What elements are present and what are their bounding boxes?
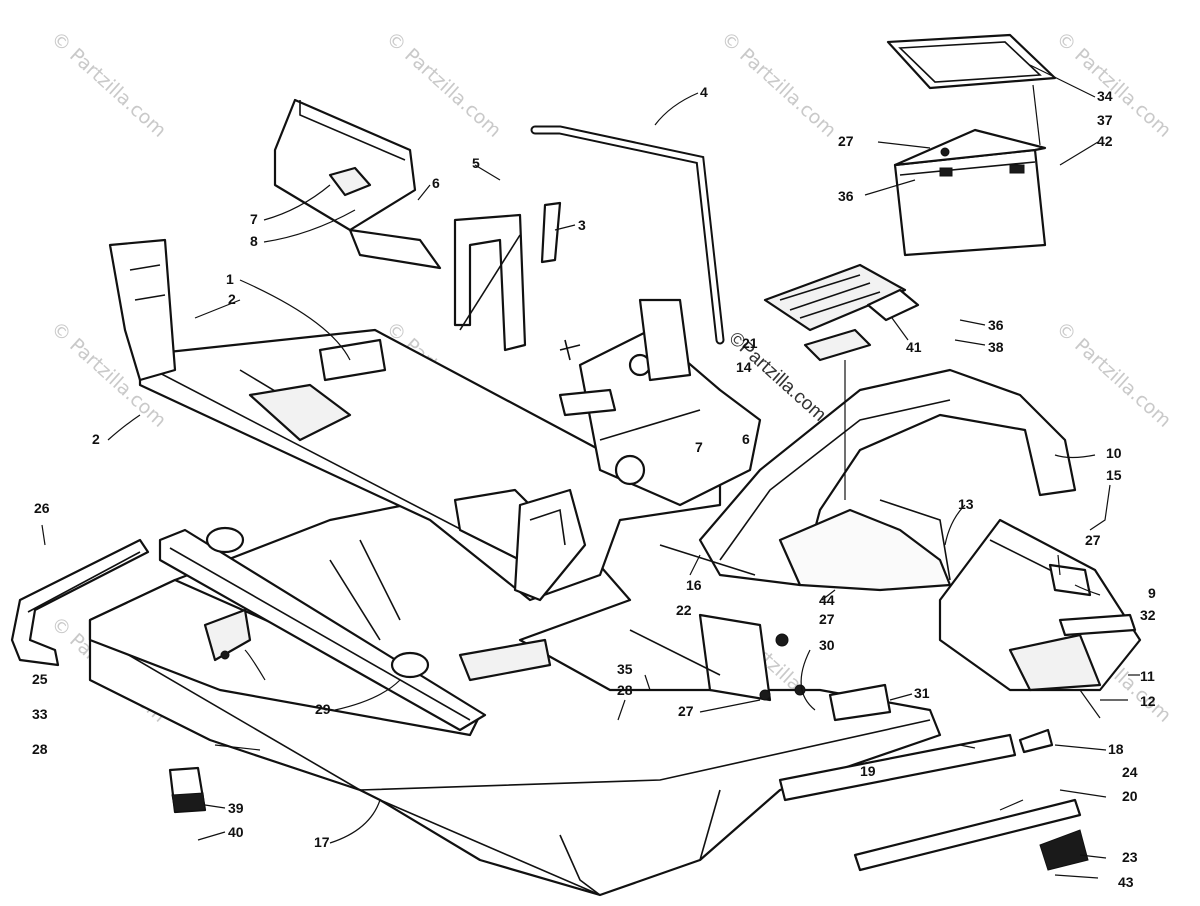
callout-1: 1 <box>226 271 234 287</box>
main-frame <box>108 238 762 602</box>
callout-21: 21 <box>742 335 758 351</box>
hood-bracket <box>273 98 442 270</box>
callout-25: 25 <box>32 671 48 687</box>
side-trim <box>778 683 1089 872</box>
callout-42: 42 <box>1097 133 1113 149</box>
callout-24: 24 <box>1122 764 1138 780</box>
battery-box <box>886 33 1057 257</box>
callout-32: 32 <box>1140 607 1156 623</box>
callout-30: 30 <box>819 637 835 653</box>
callout-8: 8 <box>250 233 258 249</box>
callout-12: 12 <box>1140 693 1156 709</box>
callout-44: 44 <box>819 592 835 608</box>
callout-27: 27 <box>819 611 835 627</box>
callout-37: 37 <box>1097 112 1113 128</box>
leader-lines <box>41 64 1140 879</box>
callout-18: 18 <box>1108 741 1124 757</box>
callout-10: 10 <box>1106 445 1122 461</box>
callout-17: 17 <box>314 834 330 850</box>
callout-22: 22 <box>676 602 692 618</box>
callout-34: 34 <box>1097 88 1113 104</box>
callout-27: 27 <box>1085 532 1101 548</box>
callout-3: 3 <box>578 217 586 233</box>
callout-31: 31 <box>914 685 930 701</box>
callout-27: 27 <box>838 133 854 149</box>
callout-40: 40 <box>228 824 244 840</box>
callout-36: 36 <box>838 188 854 204</box>
callout-11: 11 <box>1140 668 1155 684</box>
callout-23: 23 <box>1122 849 1138 865</box>
callout-9: 9 <box>1148 585 1156 601</box>
callout-7: 7 <box>250 211 258 227</box>
decals <box>763 263 920 362</box>
callout-16: 16 <box>686 577 702 593</box>
running-board <box>938 518 1142 692</box>
callout-5: 5 <box>472 155 480 171</box>
callout-28: 28 <box>32 741 48 757</box>
callout-39: 39 <box>228 800 244 816</box>
callout-29: 29 <box>315 701 331 717</box>
callout-labels: 1 2 2 3 4 5 6 6 7 7 8 9 10 11 12 13 14 1… <box>32 84 1156 890</box>
callout-2: 2 <box>228 291 236 307</box>
callout-15: 15 <box>1106 467 1122 483</box>
callout-27: 27 <box>678 703 694 719</box>
callout-33: 33 <box>32 706 48 722</box>
callout-20: 20 <box>1122 788 1138 804</box>
fender <box>698 368 1077 592</box>
clip-39 <box>168 766 207 814</box>
callout-41: 41 <box>906 339 922 355</box>
callout-35: 35 <box>617 661 633 677</box>
watermark: © Partzilla.com <box>47 27 171 141</box>
callout-38: 38 <box>988 339 1004 355</box>
callout-36: 36 <box>988 317 1004 333</box>
callout-26: 26 <box>34 500 50 516</box>
watermark: © Partzilla.com <box>1052 317 1176 431</box>
callout-28: 28 <box>617 682 633 698</box>
steering-tubes <box>453 125 725 382</box>
callout-43: 43 <box>1118 874 1134 890</box>
callout-6: 6 <box>432 175 440 191</box>
callout-19: 19 <box>860 763 876 779</box>
callout-13: 13 <box>958 496 974 512</box>
brackets <box>629 544 806 702</box>
callout-6: 6 <box>742 431 750 447</box>
callout-7: 7 <box>695 439 703 455</box>
front-bumper <box>88 526 487 737</box>
watermark: © Partzilla.com <box>382 27 506 141</box>
callout-2: 2 <box>92 431 100 447</box>
watermark: © Partzilla.com <box>717 27 841 141</box>
callout-4: 4 <box>700 84 708 100</box>
front-handle <box>10 538 150 667</box>
callout-14: 14 <box>736 359 752 375</box>
